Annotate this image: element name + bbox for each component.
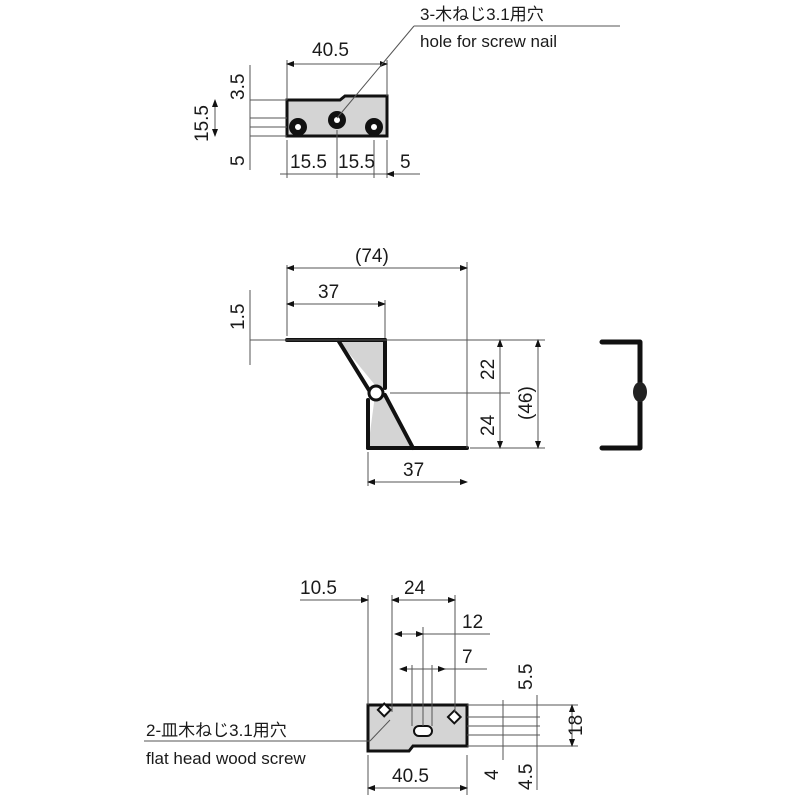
top-right-offset-dim: 5 (400, 152, 411, 173)
top-pitch-1-dim: 15.5 (290, 152, 327, 173)
side-upper-height-dim: 22 (478, 359, 499, 380)
top-bottom-offset-dim: 5 (228, 155, 249, 166)
bottom-width-dim: 40.5 (392, 766, 429, 787)
side-thickness-dim: 1.5 (228, 304, 249, 330)
bottom-view: 2-皿木ねじ3.1用穴 flat head wood screw 10.5 24… (144, 578, 587, 795)
bottom-hole-pitch-dim: 24 (404, 578, 426, 599)
top-pitch-2-dim: 15.5 (338, 152, 375, 173)
bottom-slot-width-dim: 7 (462, 647, 473, 668)
side-overall-width-dim: (74) (355, 246, 389, 267)
top-callout-en: hole for screw nail (420, 32, 557, 51)
bottom-slot-offset-dim: 4 (482, 769, 503, 780)
side-view: (74) 37 37 1.5 22 24 (46) (228, 246, 545, 486)
top-width-dim: 40.5 (312, 40, 349, 61)
bottom-slot-center-dim: 12 (462, 612, 483, 633)
bottom-top-offset-dim: 5.5 (516, 664, 537, 690)
top-view: 3-木ねじ3.1用穴 hole for screw nail 40.5 3.5 … (192, 5, 620, 178)
bottom-callout-ja: 2-皿木ねじ3.1用穴 (146, 721, 287, 740)
top-offset-dim: 3.5 (228, 74, 249, 100)
side-top-leg-dim: 37 (318, 282, 339, 303)
bottom-callout-en: flat head wood screw (146, 749, 306, 768)
bottom-height-dim: 18 (566, 715, 587, 736)
side-bottom-leg-dim: 37 (403, 460, 424, 481)
bottom-bottom-offset-dim: 4.5 (516, 764, 537, 790)
end-view (599, 339, 647, 451)
top-height-dim: 15.5 (192, 105, 213, 142)
side-overall-height-dim: (46) (516, 386, 537, 420)
top-callout-ja: 3-木ねじ3.1用穴 (420, 5, 544, 24)
side-lower-height-dim: 24 (478, 414, 499, 436)
bottom-left-offset-dim: 10.5 (300, 578, 337, 599)
